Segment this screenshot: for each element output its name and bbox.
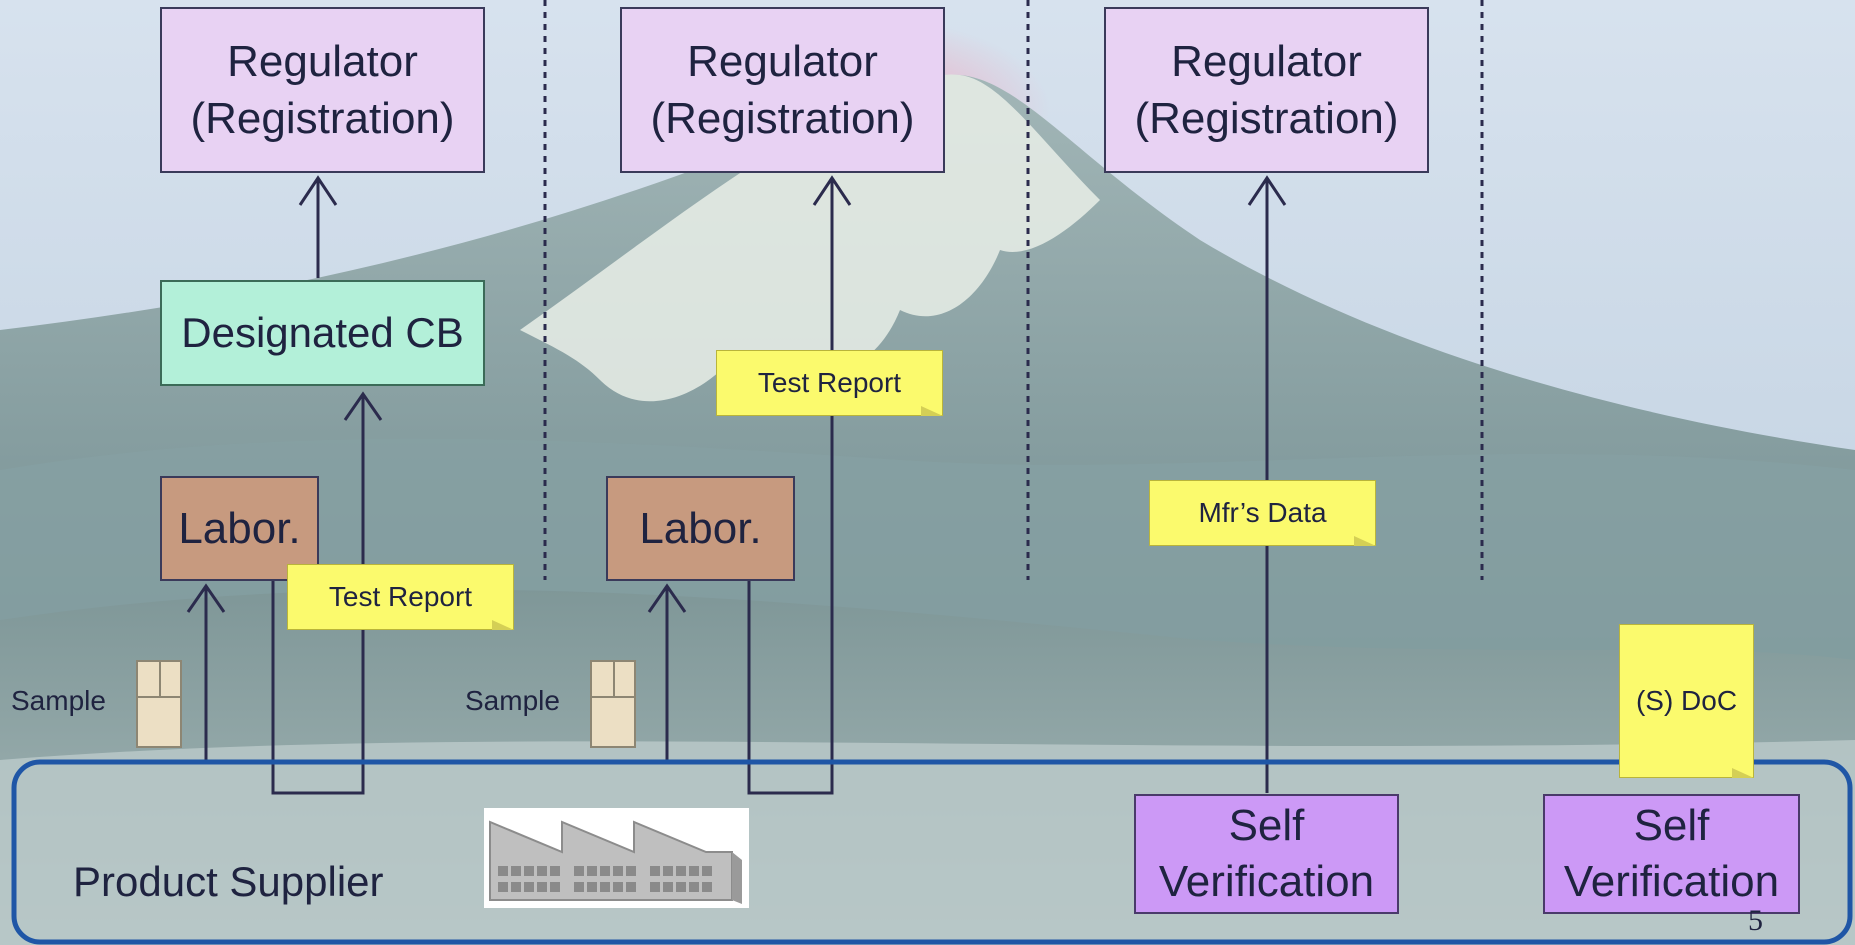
- product-supplier-label: Product Supplier: [73, 858, 384, 905]
- laboratory-box-2: Labor.: [606, 476, 795, 581]
- sample-label-1: Sample: [11, 685, 106, 716]
- sdoc-note: (S) DoC: [1619, 624, 1754, 778]
- test-report-label: Test Report: [328, 581, 473, 612]
- laboratory-box-1: Labor.: [160, 476, 319, 581]
- sdoc-label: (S) DoC: [1635, 685, 1738, 716]
- regulator-box-1: Regulator (Registration): [160, 7, 485, 173]
- designated-cb-box: Designated CB: [160, 280, 485, 386]
- regulator-label: Regulator: [687, 37, 878, 86]
- designated-cb-label: Designated CB: [181, 309, 464, 356]
- regulator-box-3: Regulator (Registration): [1104, 7, 1429, 173]
- mfr-data-label: Mfr’s Data: [1198, 497, 1327, 528]
- mfr-data-note: Mfr’s Data: [1149, 480, 1376, 546]
- registration-label: (Registration): [1134, 94, 1399, 143]
- factory-icon: [484, 808, 749, 908]
- sample-to-labor-arrow-2: [647, 583, 687, 762]
- registration-label: (Registration): [650, 94, 915, 143]
- self-label: Self: [1228, 801, 1305, 850]
- self-label: Self: [1633, 801, 1710, 850]
- laboratory-label: Labor.: [639, 503, 762, 553]
- test-report-note-2: Test Report: [716, 350, 943, 416]
- refrigerator-icon: [136, 660, 182, 748]
- sample-to-labor-arrow: [186, 583, 226, 762]
- sample-label-2: Sample: [465, 685, 560, 716]
- cb-to-regulator-arrow: [298, 175, 338, 278]
- regulator-box-2: Regulator (Registration): [620, 7, 945, 173]
- laboratory-label: Labor.: [178, 503, 301, 553]
- verification-label: Verification: [1563, 857, 1780, 906]
- verification-label: Verification: [1158, 857, 1375, 906]
- refrigerator-icon: [590, 660, 636, 748]
- product-supplier-frame: [11, 759, 1853, 945]
- regulator-label: Regulator: [1171, 37, 1362, 86]
- page-number: 5: [1748, 904, 1763, 937]
- registration-label: (Registration): [190, 94, 455, 143]
- regulator-label: Regulator: [227, 37, 418, 86]
- report-to-regulator-arrow: [747, 175, 852, 795]
- test-report-note-1: Test Report: [287, 564, 514, 630]
- test-report-label: Test Report: [757, 367, 902, 398]
